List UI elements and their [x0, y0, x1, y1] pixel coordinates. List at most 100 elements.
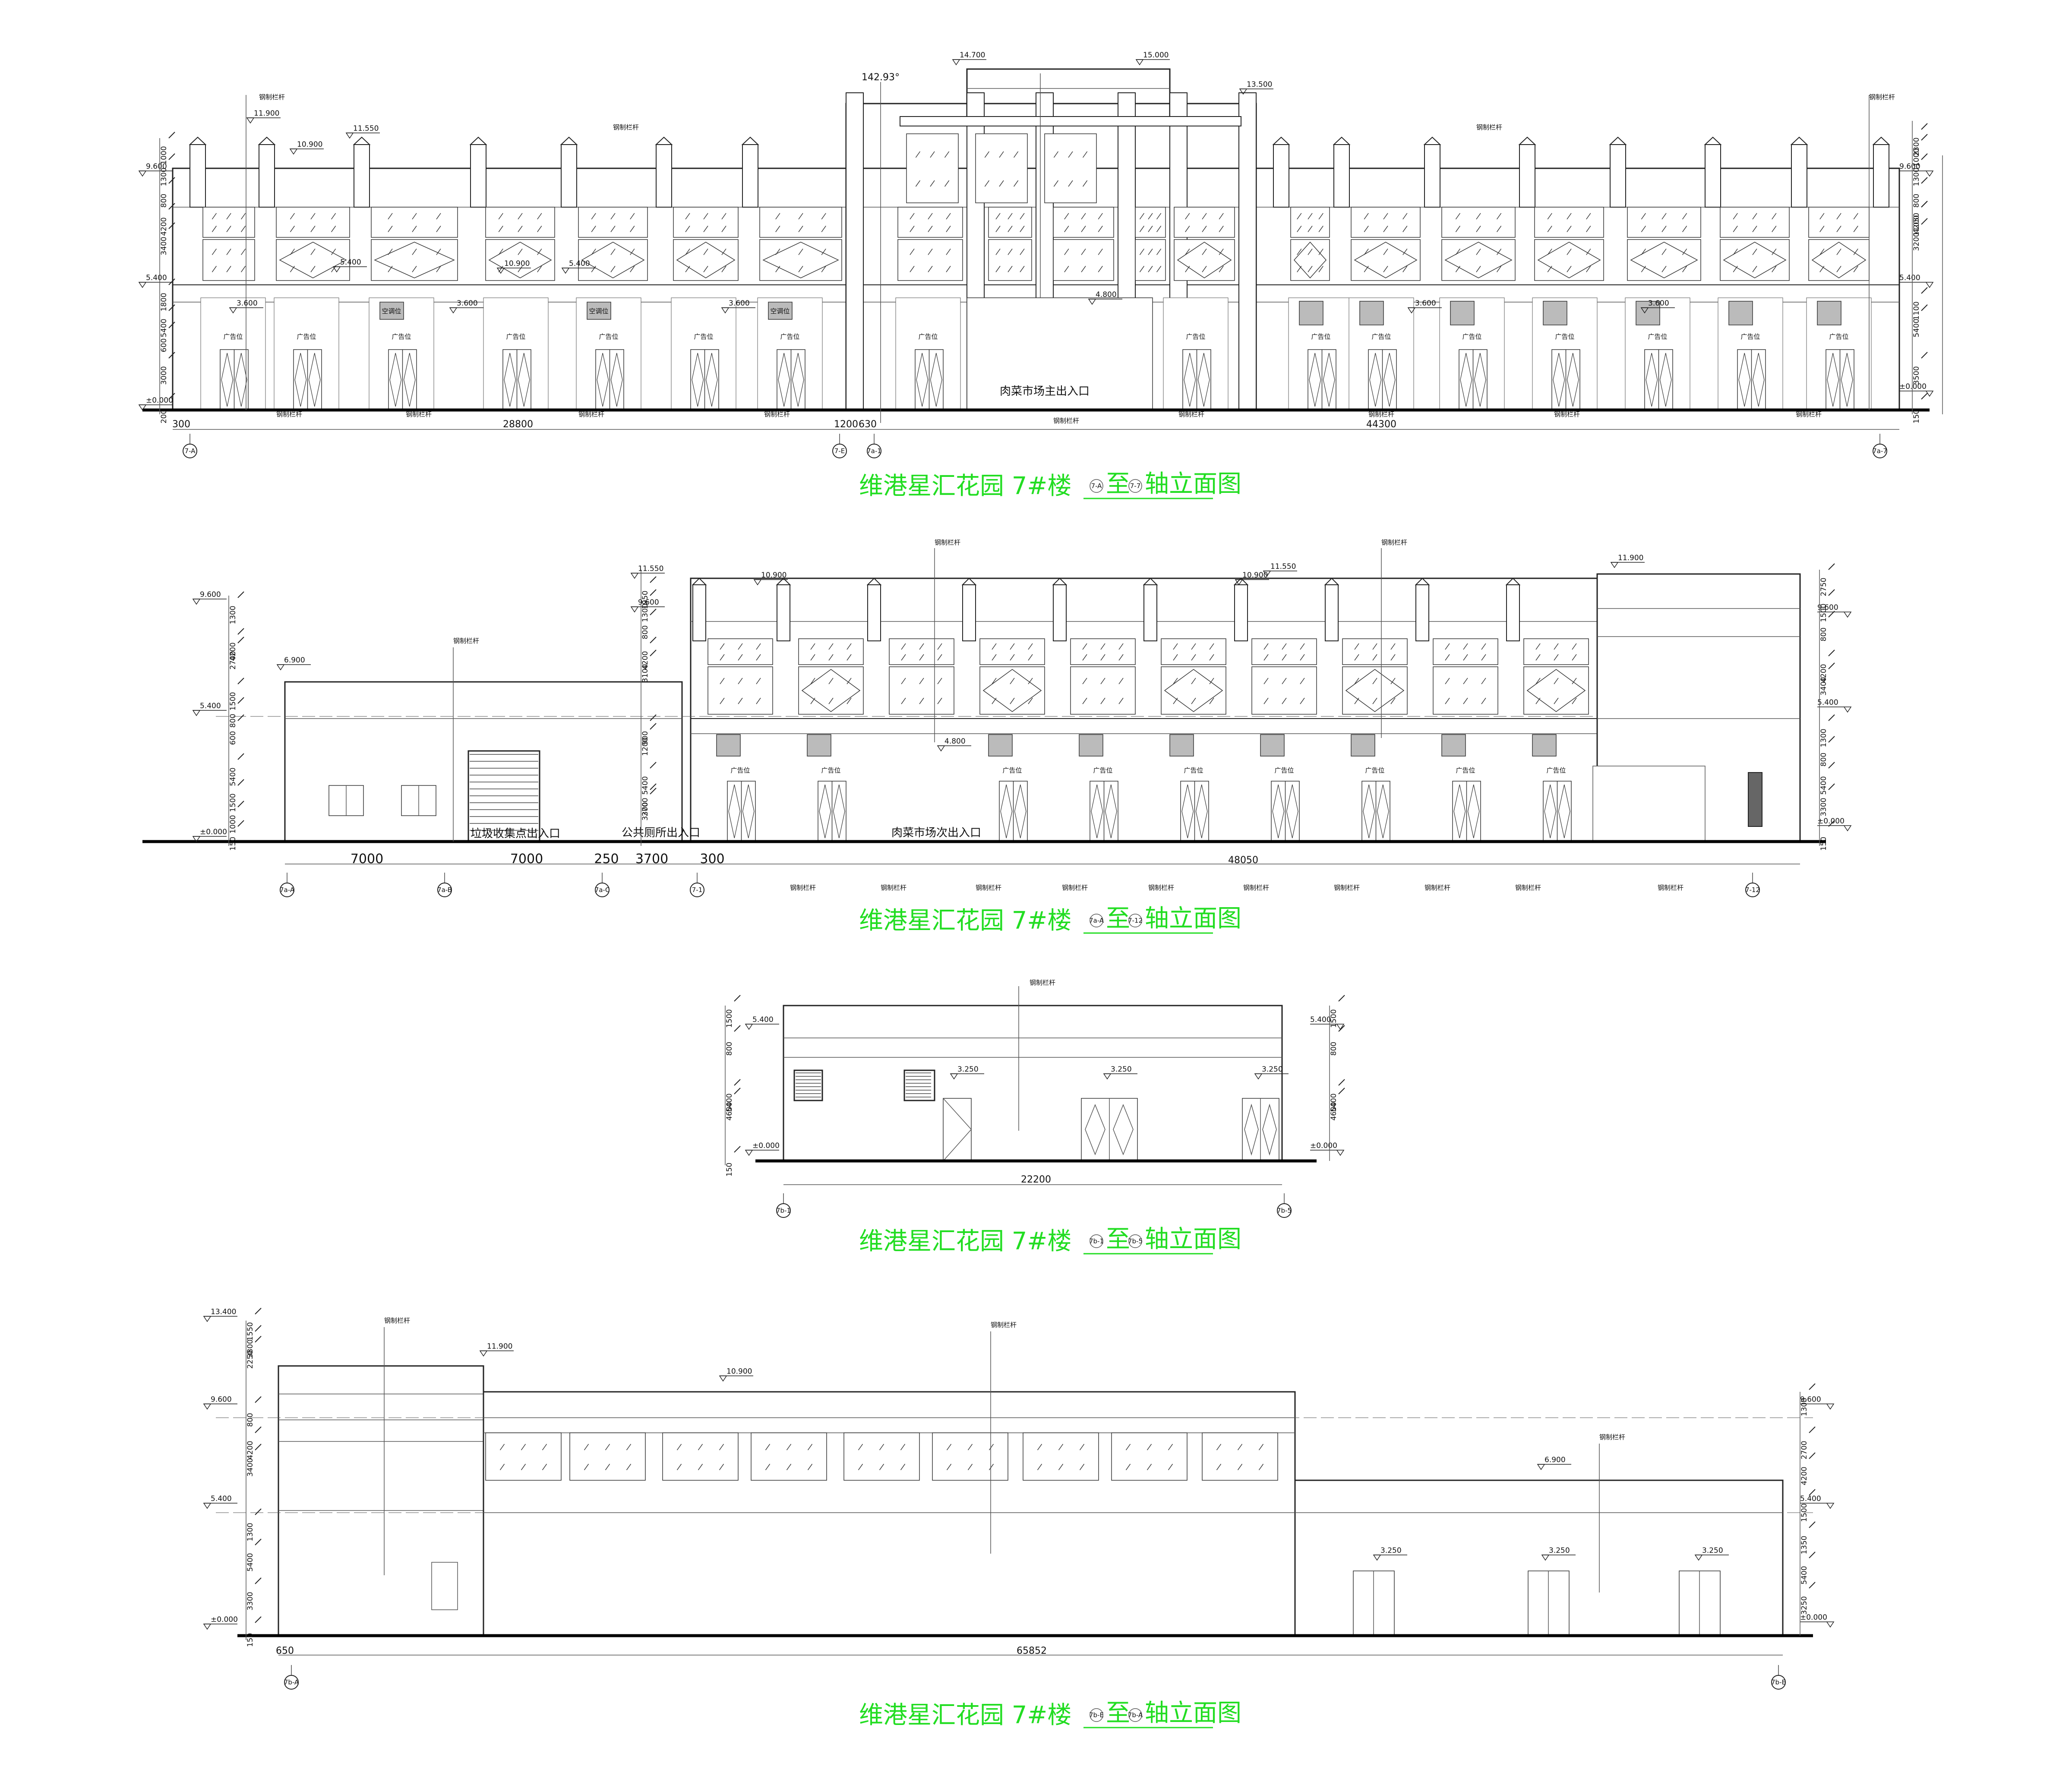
elev1-right-dim-tick-0	[1921, 123, 1928, 130]
elev2-pier-7	[1325, 584, 1339, 641]
elev4-upper-window-5-hatch	[989, 1463, 994, 1470]
elev2-bottom-dim-0: 7000	[351, 851, 383, 867]
elev4-upper-window-7-hatch	[1147, 1444, 1152, 1451]
elev4-left-dim-6: 1300	[246, 1523, 255, 1541]
elev2-upper-window-3b-hatch	[992, 678, 997, 684]
elev4-upper-window-8-hatch	[1216, 1444, 1222, 1451]
elev2-pier-3	[962, 584, 976, 641]
elev3-level-2-text: 5.400	[1310, 1015, 1331, 1024]
elev1-tower-window-2-hatch	[1068, 180, 1073, 187]
elev4-upper-window-2	[662, 1432, 739, 1481]
elev2-axis-3-label: 7-1	[692, 886, 703, 894]
elev4-upper-window-1-hatch	[584, 1444, 589, 1451]
elev4-left-dim-3: 800	[246, 1413, 255, 1427]
elev2-louver-3	[1079, 734, 1103, 757]
elev2-upper-window-5b-hatch	[1209, 697, 1214, 704]
elev4-upper-window-8-hatch	[1258, 1444, 1264, 1451]
elev1-pier-cap-10	[1518, 136, 1536, 145]
elev1-upper-window-1a-hatch	[310, 213, 316, 220]
elev1-upper-window-16b-hatch	[1682, 249, 1687, 255]
elev2-left-dim-tick-2	[237, 637, 244, 643]
elev1-upper-window-7a-hatch	[928, 225, 933, 232]
elev2-note-11: 钢制栏杆	[1515, 884, 1541, 892]
elev1-upper-window-10a-hatch	[1156, 213, 1162, 220]
elev1-upper-window-2a-hatch	[412, 225, 417, 232]
elev1-upper-window-1a-hatch	[290, 225, 295, 232]
elev2-upper-window-3a	[979, 638, 1045, 665]
elev1-shop-door-11-leaf-b	[1474, 353, 1486, 407]
elev1-upper-window-16b	[1627, 239, 1701, 281]
elev2-upper-window-4b-hatch	[1100, 697, 1105, 704]
elev2-upper-window-2b-hatch	[919, 697, 924, 704]
elev1-upper-window-4b-hatch	[591, 265, 596, 272]
elev1-upper-window-13b-hatch	[1364, 249, 1369, 255]
elev2-upper-window-0b-hatch	[738, 678, 743, 684]
elev3-axis-0-label: 7b-1	[776, 1207, 791, 1214]
elev1-upper-window-16a-hatch	[1682, 213, 1687, 220]
elev4-upper-window-5-hatch	[946, 1463, 952, 1470]
elev2-axis-4-circle	[1745, 883, 1760, 897]
elev1-upper-window-4a-hatch	[610, 213, 616, 220]
elev1-upper-window-4b	[578, 239, 648, 281]
elev1-upper-window-2b-hatch	[436, 249, 441, 255]
elev1-upper-window-11a-hatch	[1202, 213, 1207, 220]
elev2-end-louver	[1592, 766, 1706, 842]
elev1-upper-window-8a-hatch	[1020, 225, 1025, 232]
elev2-upper-window-6a	[1251, 638, 1317, 665]
elev2-upper-window-7a	[1342, 638, 1408, 665]
elev2-right-dim-tick-0	[1828, 563, 1835, 570]
elev3-louver-2	[903, 1069, 935, 1101]
elev1-upper-window-10b-hatch	[1156, 249, 1162, 255]
elev1-pier-cap-0	[189, 136, 207, 145]
elev1-ac-label-4: 空调位	[589, 307, 608, 315]
elev1-pier-cap-2	[353, 136, 371, 145]
elev4-title-axis-to-bubble	[1128, 1708, 1142, 1722]
elev2-upper-window-2a-hatch	[937, 643, 942, 650]
elev3-notes: 钢制栏杆	[1030, 979, 1055, 987]
elev1-upper-window-10a-hatch	[1148, 213, 1153, 220]
elev2-upper-window-2b-hatch	[919, 678, 924, 684]
elev1-note-5: 钢制栏杆	[406, 410, 432, 418]
elev1-shop-label-12: 广告位	[1555, 333, 1574, 341]
elev1-ac-label-2: 空调位	[382, 307, 401, 315]
elev1-upper-window-17b-diamond	[1723, 242, 1787, 278]
elev4-note-1: 钢制栏杆	[991, 1321, 1017, 1329]
elev2-mid-dim-3: 4200	[641, 651, 650, 669]
elev1-upper-window-13a-hatch	[1364, 213, 1369, 220]
elev1-upper-window-13a	[1351, 207, 1421, 238]
elev1-upper-window-15b-hatch	[1586, 249, 1591, 255]
elev4-axis-0-label: 7b-A	[284, 1678, 299, 1686]
elev4-left-dim-1: 2250	[246, 1350, 255, 1369]
elev3-title-axis-from-bubble	[1090, 1234, 1103, 1248]
elev1-upper-window-2b-diamond	[374, 242, 455, 278]
elev1-note-8: 钢制栏杆	[1053, 417, 1079, 425]
elev2-upper-window-4b-hatch	[1118, 697, 1124, 704]
elev1-right-dim-2: 1300	[1912, 167, 1921, 186]
elev2-left-dim-tick-3	[237, 678, 244, 684]
elev1-right-dim-tick-3	[1921, 177, 1928, 184]
elev1-upper-window-0a-hatch	[212, 225, 217, 232]
elev2-mid-dim-tick-8	[650, 788, 657, 795]
elev2-left-dim-6: 5400	[229, 767, 237, 786]
elev1-upper-window-7b	[897, 239, 963, 281]
elev4-bottom-dim-1: 65852	[1017, 1646, 1047, 1656]
elev4-upper-window-3-hatch	[786, 1444, 792, 1451]
elev4-upper-window-0-hatch	[521, 1463, 526, 1470]
elev1-right-dim-tick-1	[1921, 134, 1928, 141]
elev4-upper-window-6-hatch	[1037, 1463, 1042, 1470]
elev1-upper-window-18b-hatch	[1853, 265, 1858, 272]
elev1-upper-window-5a-hatch	[721, 225, 726, 232]
elev1-upper-window-9a-hatch	[1064, 225, 1069, 232]
elev1-upper-window-9a-hatch	[1098, 225, 1103, 232]
elev3-left-dim-tick-1	[734, 1025, 741, 1032]
elev3-left-dim-0: 1500	[725, 1009, 734, 1028]
elev2-upper-window-2b-hatch	[937, 678, 942, 684]
elevation-2: 广告位广告位广告位广告位广告位广告位广告位广告位广告位 垃圾收集点出入口 公共厕…	[142, 539, 1852, 935]
elev2-bottom-dim-2: 250	[594, 851, 619, 867]
elev2-right-dim-5: 1300	[1819, 728, 1828, 747]
elev2-upper-window-5b-hatch	[1209, 678, 1214, 684]
elev1-shop-label-7: 广告位	[918, 333, 938, 341]
elev4-upper-window-1	[569, 1432, 646, 1481]
